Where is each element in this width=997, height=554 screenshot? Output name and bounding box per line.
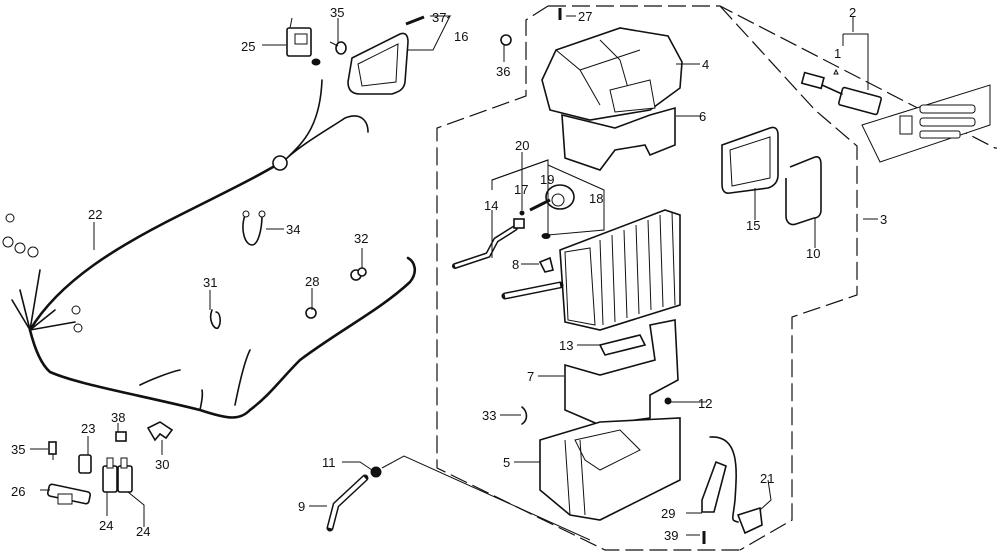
callout-3: 3 <box>880 212 887 227</box>
callout-31: 31 <box>203 275 217 290</box>
insulator-7 <box>564 319 679 426</box>
clip-33 <box>521 406 528 425</box>
bolt-35-bottom <box>48 441 57 460</box>
callout-2: 2 <box>849 5 856 20</box>
callout-17: 17 <box>514 182 528 197</box>
seal-16 <box>347 32 409 95</box>
callout-22: 22 <box>88 207 102 222</box>
callout-32: 32 <box>354 231 368 246</box>
wire-harness <box>2 58 417 419</box>
o-ring-18 <box>541 233 551 239</box>
callout-35-top: 35 <box>330 5 344 20</box>
bracket-30 <box>146 421 174 442</box>
bracket-29 <box>701 460 727 513</box>
grommet-11 <box>370 466 382 478</box>
callout-1: 1 <box>834 46 841 61</box>
thermostat-21 <box>709 436 763 535</box>
callout-6: 6 <box>699 109 706 124</box>
callout-13: 13 <box>559 338 573 353</box>
bolt-36 <box>500 34 512 46</box>
clip-31 <box>209 309 221 330</box>
seal-15 <box>721 126 779 194</box>
callout-36: 36 <box>496 64 510 79</box>
callout-21: 21 <box>760 471 774 486</box>
callout-5: 5 <box>503 455 510 470</box>
callout-16: 16 <box>454 29 468 44</box>
callout-28: 28 <box>305 274 319 289</box>
callout-20: 20 <box>515 138 529 153</box>
o-ring-17 <box>519 210 525 216</box>
relay-25 <box>286 17 312 57</box>
callout-4: 4 <box>702 57 709 72</box>
clip-32 <box>350 267 367 281</box>
callout-25: 25 <box>241 39 255 54</box>
callout-10: 10 <box>806 246 820 261</box>
callout-34: 34 <box>286 222 300 237</box>
callout-15: 15 <box>746 218 760 233</box>
leader-lines <box>30 15 878 536</box>
bolt-35-top <box>329 41 347 55</box>
callout-37: 37 <box>432 10 446 25</box>
callout-9: 9 <box>298 499 305 514</box>
drain-hose-9 <box>326 474 369 532</box>
upper-case-4 <box>541 27 683 121</box>
callout-29: 29 <box>661 506 675 521</box>
callout-39: 39 <box>664 528 678 543</box>
clip-28 <box>305 307 317 319</box>
relays-24 <box>102 457 133 493</box>
subharness-34 <box>242 210 266 246</box>
insulator-6 <box>561 106 676 171</box>
relay-23 <box>78 454 92 474</box>
screw-37 <box>405 15 425 26</box>
callout-26: 26 <box>11 484 25 499</box>
switch-assembly-2 <box>800 68 882 116</box>
callout-7: 7 <box>527 369 534 384</box>
expansion-valve-19 <box>529 184 575 212</box>
callout-35-bottom: 35 <box>11 442 25 457</box>
callout-12: 12 <box>698 396 712 411</box>
callout-11: 11 <box>322 455 336 470</box>
nut-38 <box>115 431 127 442</box>
dash-panel <box>861 84 991 163</box>
clip-12 <box>664 397 672 405</box>
clip-8 <box>538 256 554 273</box>
callout-18: 18 <box>589 191 603 206</box>
callout-30: 30 <box>155 457 169 472</box>
callout-24a: 24 <box>99 518 113 533</box>
evaporator-core <box>501 209 681 331</box>
callout-8: 8 <box>512 257 519 272</box>
diode-26 <box>46 483 92 505</box>
callout-24b: 24 <box>136 524 150 539</box>
callout-labels: 1 2 3 4 5 6 7 8 9 10 11 12 13 14 15 16 1… <box>11 5 887 543</box>
assembly-boundary <box>436 5 997 551</box>
insulator-13 <box>598 334 647 356</box>
callout-33: 33 <box>482 408 496 423</box>
seal-10 <box>785 156 822 226</box>
callout-19: 19 <box>540 172 554 187</box>
callout-38: 38 <box>111 410 125 425</box>
callout-14: 14 <box>484 198 498 213</box>
callout-23: 23 <box>81 421 95 436</box>
lower-case-5 <box>539 417 681 521</box>
callout-27: 27 <box>578 9 592 24</box>
